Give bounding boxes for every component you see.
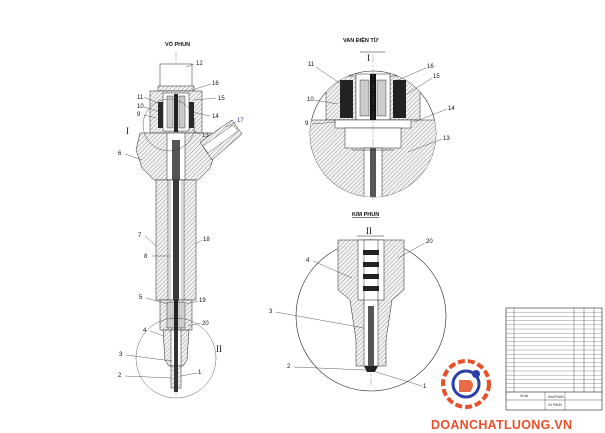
detail2-title: KIM PHUN (352, 212, 379, 218)
callout-main-20: 20 (202, 321, 209, 327)
watermark-logo-icon (441, 359, 491, 409)
callout-main-15: 15 (218, 96, 225, 102)
callout-main-3: 3 (119, 352, 123, 358)
detail2-section-mark-ii: II (366, 226, 372, 236)
title-block-label-2: Kim PHUN (548, 395, 564, 399)
callout-d1-13: 13 (443, 136, 450, 142)
callout-main-6: 6 (118, 151, 122, 157)
callout-main-4: 4 (143, 328, 147, 334)
callout-main-11: 11 (137, 95, 144, 101)
main-view-title: VỎ PHUN (165, 41, 190, 48)
callout-d2-1: 1 (423, 384, 427, 390)
callout-main-9: 9 (137, 112, 141, 118)
nozzle-detail: KIM PHUN II (295, 212, 447, 392)
detail1-callouts: 11 10 9 16 15 14 13 (305, 62, 455, 153)
callout-main-12: 12 (196, 61, 203, 67)
nozzle-needle-bands (363, 250, 379, 291)
callout-main-13: 13 (202, 133, 209, 139)
callout-main-16: 16 (212, 81, 219, 87)
callout-main-5: 5 (139, 295, 143, 301)
callout-d2-4: 4 (306, 258, 310, 264)
detail1-title: VAN ĐIỆN TỪ (343, 36, 379, 44)
detail1-section-mark-i: I (367, 53, 370, 63)
callout-main-1: 1 (198, 370, 202, 376)
callout-main-2: 2 (118, 373, 122, 379)
callout-d2-3: 3 (269, 309, 273, 315)
main-section-mark-i: I (126, 126, 129, 136)
callout-d1-9: 9 (305, 121, 309, 127)
callout-d1-15: 15 (433, 74, 440, 80)
callout-d1-16: 16 (427, 64, 434, 70)
callout-d2-20: 20 (426, 239, 433, 245)
title-block-label-3: Vỏ PHUN (548, 403, 563, 407)
callout-main-18: 18 (203, 237, 210, 243)
callout-d2-2: 2 (287, 364, 291, 370)
callout-d1-11: 11 (308, 62, 315, 68)
main-section-mark-ii: II (216, 344, 222, 354)
solenoid-valve-detail: VAN ĐIỆN TỪ I (309, 36, 437, 200)
callout-main-10: 10 (137, 104, 144, 110)
callout-main-19: 19 (199, 298, 206, 304)
injector-main-view: VỎ PHUN (126, 41, 243, 399)
main-view-callouts: 12 16 11 15 10 14 9 13 17 6 7 18 8 5 19 … (118, 61, 244, 379)
callout-main-7: 7 (138, 233, 142, 239)
watermark-text: DOANCHATLUONG.VN (431, 418, 573, 432)
callout-main-14: 14 (212, 114, 219, 120)
callout-main-8: 8 (144, 254, 148, 260)
callout-d1-10: 10 (307, 97, 314, 103)
detail2-callouts: 20 4 3 2 1 (269, 239, 433, 390)
title-block: Vỏ bộ Kim PHUN Vỏ PHUN (505, 307, 603, 411)
callout-main-17: 17 (237, 118, 244, 124)
title-block-label-1: Vỏ bộ (520, 394, 529, 398)
callout-d1-14: 14 (448, 106, 455, 112)
